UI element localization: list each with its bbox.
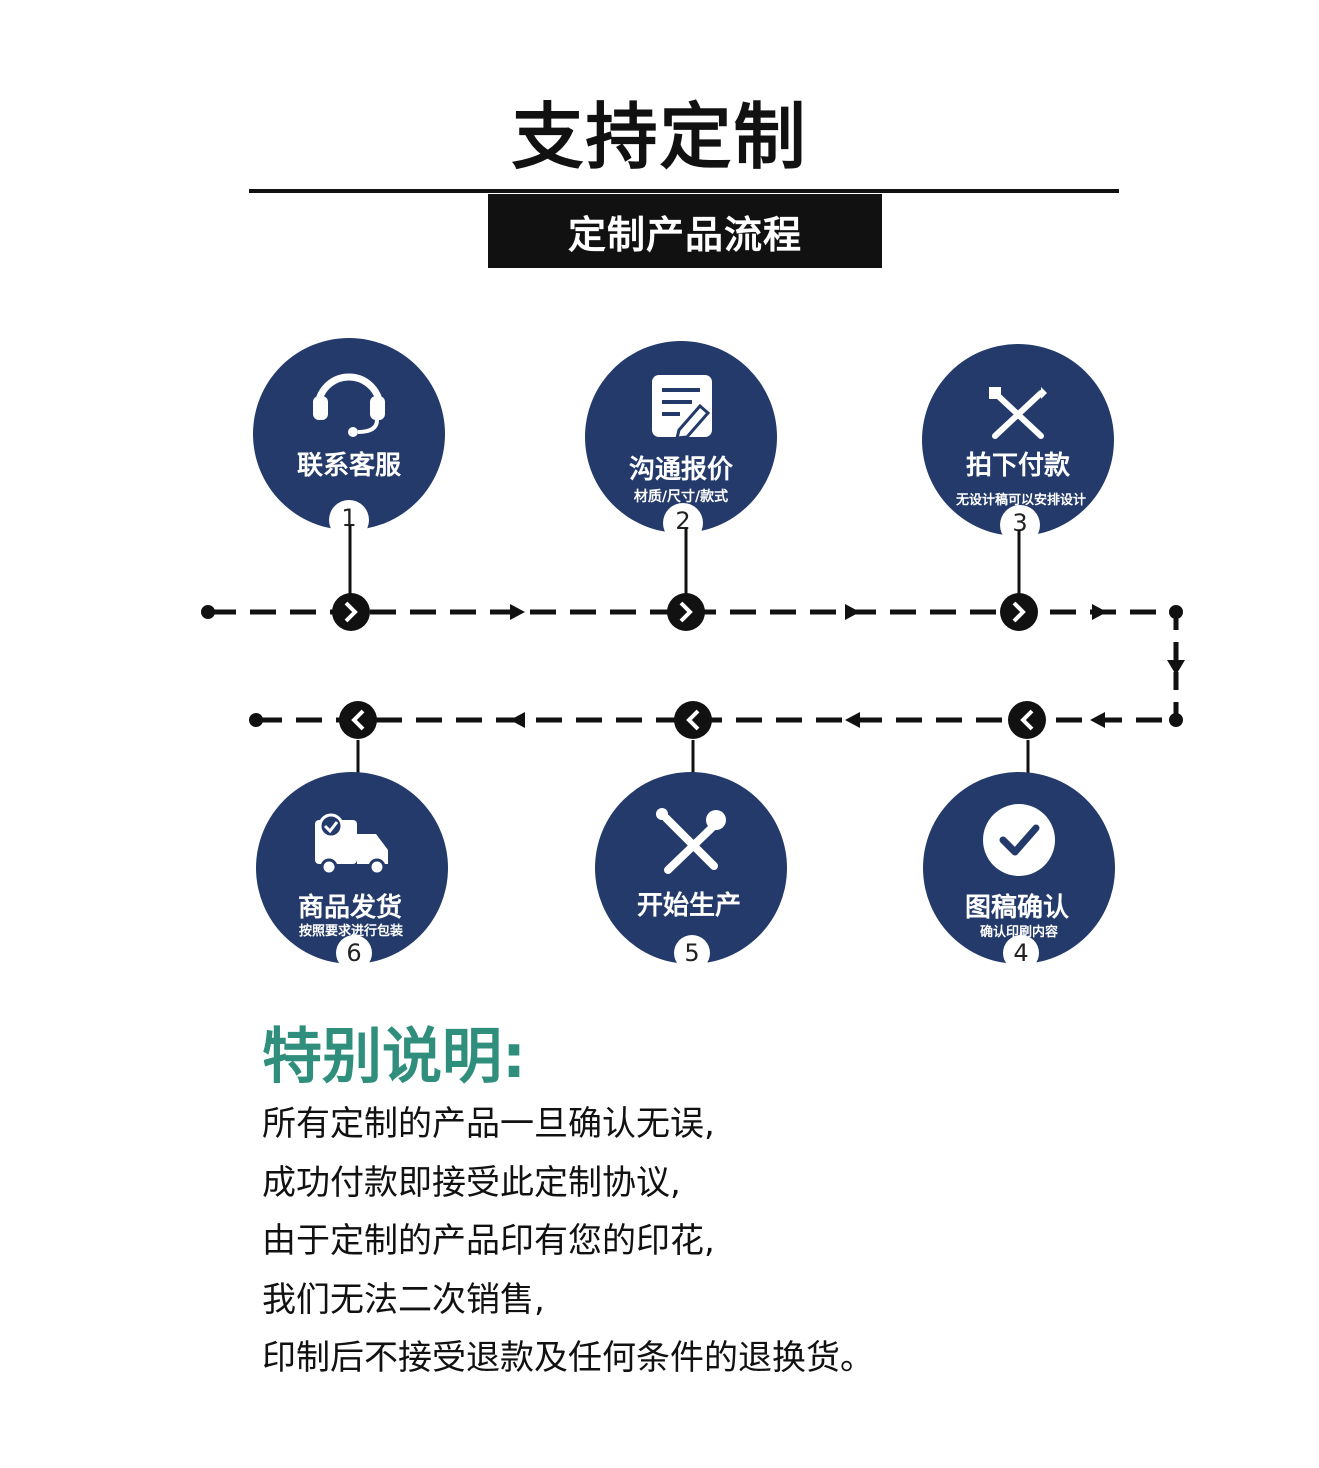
- step-sublabel: 确认印刷内容: [980, 924, 1058, 940]
- arrow-right-icon: [845, 604, 860, 620]
- note-line: 由于定制的产品印有您的印花,: [262, 1221, 715, 1261]
- step-node: [667, 593, 705, 631]
- notes-body: 所有定制的产品一旦确认无误, 成功付款即接受此定制协议, 由于定制的产品印有您的…: [262, 1095, 874, 1388]
- step-number-badge: [674, 935, 710, 971]
- process-step-5: 开始生产 5: [595, 701, 787, 971]
- step-label: 开始生产: [637, 891, 741, 921]
- step-label: 商品发货: [298, 892, 402, 923]
- wrench-screwdriver-icon: [656, 808, 726, 874]
- chevron-right-icon: [1012, 601, 1026, 623]
- step-number-badge: [329, 500, 369, 540]
- delivery-truck-icon: [315, 813, 388, 876]
- step-number: 2: [675, 507, 690, 535]
- step-label: 拍下付款: [966, 451, 1071, 481]
- step-circle: [595, 772, 787, 964]
- chevron-left-icon: [686, 709, 700, 731]
- step-number-badge: [336, 935, 372, 971]
- step-number: 6: [346, 939, 361, 967]
- step-sublabel: 无设计稿可以安排设计: [955, 492, 1086, 508]
- note-line: 我们无法二次销售,: [262, 1279, 545, 1320]
- document-edit-icon: [652, 375, 712, 440]
- step-number-badge: [1000, 505, 1040, 545]
- process-step-1: 联系客服 1: [253, 338, 445, 631]
- process-step-3: 拍下付款 无设计稿可以安排设计 3: [922, 344, 1114, 631]
- arrow-left-icon: [1090, 712, 1105, 728]
- step-node: [1000, 593, 1038, 631]
- step-node: [1008, 701, 1046, 739]
- step-number-badge: [1003, 935, 1039, 971]
- arrow-left-icon: [510, 712, 525, 728]
- arrow-right-icon: [1092, 604, 1107, 620]
- chevron-right-icon: [679, 601, 693, 623]
- step-number: 4: [1013, 939, 1028, 967]
- process-step-6: 商品发货 按照要求进行包装 6: [256, 701, 448, 971]
- step-node: [674, 701, 712, 739]
- arrow-right-icon: [510, 604, 525, 620]
- step-circle: [922, 344, 1114, 536]
- step-number: 1: [341, 504, 356, 532]
- step-label: 联系客服: [297, 450, 402, 481]
- title-divider: [249, 189, 1119, 193]
- page-title: 支持定制: [511, 95, 808, 179]
- process-flow-diagram: 联系客服 1 沟通报价 材质/尺寸/款式 2 拍下付款: [201, 338, 1185, 971]
- headset-icon: [313, 373, 385, 437]
- chevron-left-icon: [1020, 709, 1034, 731]
- step-number: 5: [684, 939, 699, 967]
- process-step-4: 图稿确认 确认印刷内容 4: [923, 701, 1115, 971]
- step-circle: [256, 772, 448, 964]
- note-line: 成功付款即接受此定制协议,: [262, 1162, 681, 1203]
- chevron-right-icon: [344, 601, 358, 623]
- flow-start-dot: [201, 605, 215, 619]
- notes-heading: 特别说明:: [262, 1022, 526, 1092]
- step-sublabel: 材质/尺寸/款式: [634, 488, 728, 505]
- section-subtitle: 定制产品流程: [488, 194, 882, 268]
- step-label: 沟通报价: [629, 454, 734, 485]
- step-node: [332, 593, 370, 631]
- flow-corner-dot-bottom: [1169, 713, 1183, 727]
- flow-end-dot: [249, 713, 263, 727]
- chevron-left-icon: [351, 709, 365, 731]
- step-number-badge: [663, 503, 703, 543]
- check-circle-icon: [983, 804, 1055, 876]
- arrow-down-icon: [1167, 660, 1185, 675]
- ruler-pencil-icon: [989, 387, 1047, 439]
- step-number: 3: [1012, 509, 1027, 537]
- note-line: 印制后不接受退款及任何条件的退换货。: [262, 1338, 874, 1378]
- step-label: 图稿确认: [965, 892, 1069, 923]
- arrow-left-icon: [845, 712, 860, 728]
- note-line: 所有定制的产品一旦确认无误,: [262, 1104, 715, 1144]
- process-step-2: 沟通报价 材质/尺寸/款式 2: [585, 341, 777, 631]
- step-node: [339, 701, 377, 739]
- step-sublabel: 按照要求进行包装: [299, 923, 403, 939]
